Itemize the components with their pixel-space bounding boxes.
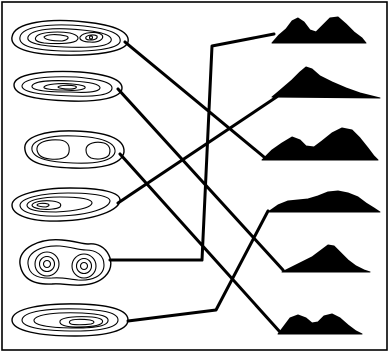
contour-map-a <box>11 19 129 56</box>
contour-map-e <box>19 239 112 286</box>
profile-1 <box>271 16 367 44</box>
profile-4 <box>267 190 381 213</box>
profile-6 <box>277 313 363 335</box>
connector-lines <box>108 32 298 334</box>
contour-map-c <box>24 130 125 169</box>
profile-3 <box>261 127 379 161</box>
profile-2 <box>271 66 381 99</box>
connector-a-3 <box>123 40 266 159</box>
connector-b-5 <box>116 87 285 272</box>
contour-map-b <box>13 70 123 102</box>
contour-map-d <box>11 187 121 222</box>
contour-map-f <box>11 303 129 337</box>
profile-5 <box>281 244 371 273</box>
connector-e-1 <box>108 32 276 262</box>
connector-f-4 <box>126 209 270 323</box>
